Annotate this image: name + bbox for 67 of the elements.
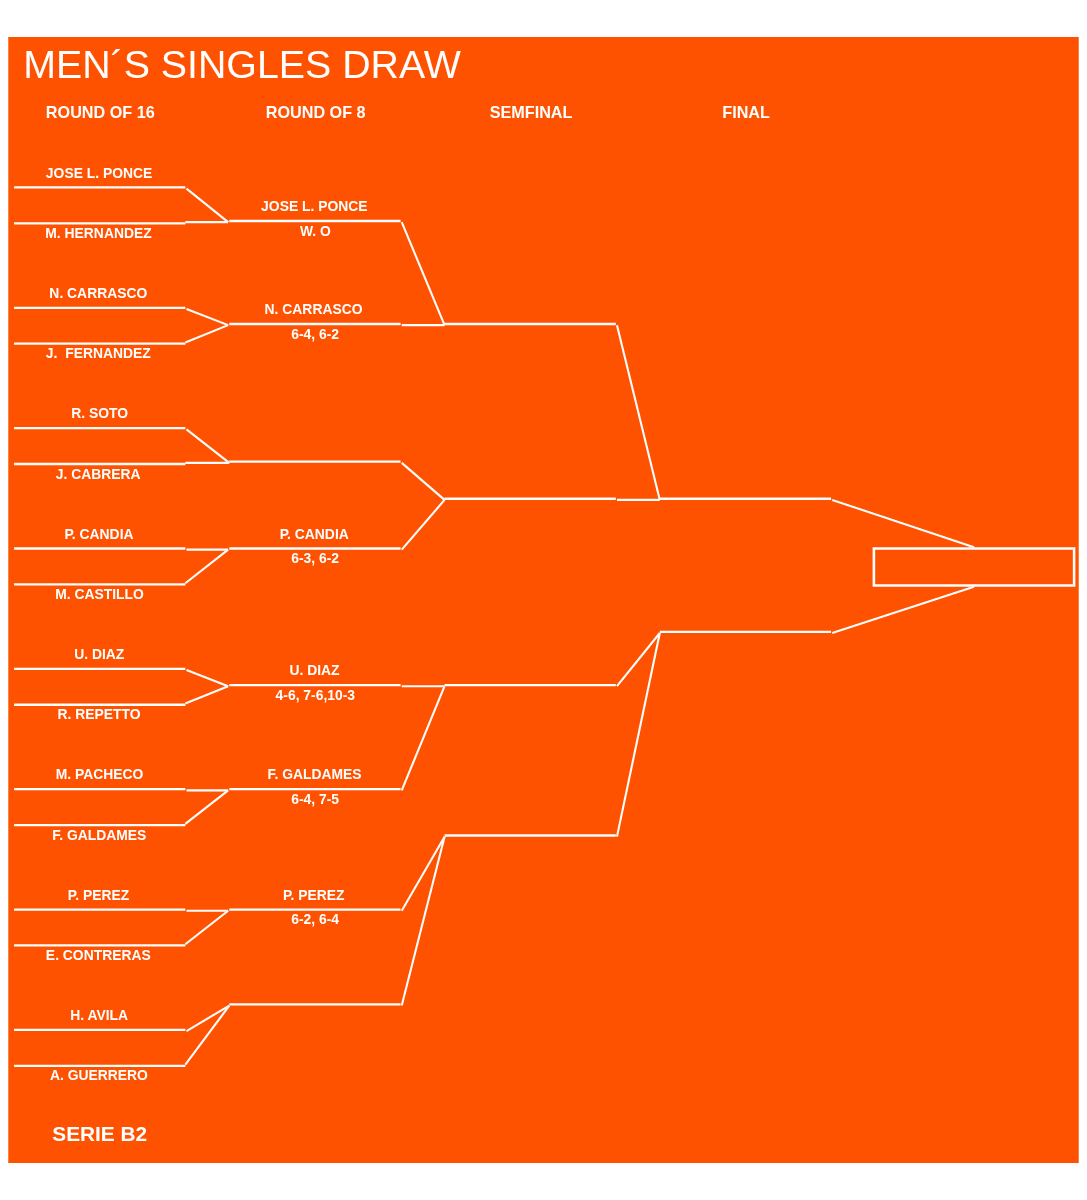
connector [185, 1004, 230, 1032]
connector [185, 187, 229, 223]
connector [185, 221, 229, 224]
connector [184, 1005, 231, 1066]
connector [400, 836, 446, 1006]
node-box [872, 547, 1076, 587]
node-text: R. REPETTO [57, 706, 141, 723]
connector [186, 308, 229, 327]
node-text: M. HERNANDEZ [45, 224, 152, 241]
node-text: P. CANDIA [64, 525, 134, 542]
node-line [444, 683, 616, 687]
connector [400, 499, 446, 551]
label: ROUND OF 8 [265, 102, 366, 121]
node-text: J. CABRERA [55, 465, 141, 482]
node-text: JOSE L. PONCE W. O [261, 198, 368, 239]
label: SEMFINAL [489, 102, 573, 121]
connector [831, 498, 975, 549]
connector [400, 685, 446, 791]
node-text: N. CARRASCO 6-4, 6-2 [264, 301, 363, 342]
node-line [444, 497, 616, 500]
connector [617, 498, 660, 501]
connector [184, 789, 229, 825]
connector [831, 585, 975, 634]
node-text: H. AVILA [70, 1007, 128, 1024]
node-text: M. PACHECO [55, 766, 144, 783]
connector [186, 789, 229, 792]
node-line [444, 834, 616, 837]
node-text: R. SOTO [71, 405, 129, 422]
connector [401, 462, 446, 501]
label: FINAL [722, 102, 770, 121]
node-line [659, 497, 832, 500]
node-text: P. CANDIA 6-3, 6-2 [279, 525, 349, 567]
connector [184, 548, 229, 585]
node-text: P. PEREZ 6-2, 6-4 [283, 886, 345, 928]
connector [186, 909, 229, 912]
node-text: A. GUERRERO [49, 1067, 148, 1084]
connector [401, 685, 445, 688]
node-text: U. DIAZ 4-6, 7-6,10-3 [275, 662, 356, 703]
node-text: F. GALDAMES [52, 826, 147, 843]
label: ROUND OF 16 [45, 102, 155, 121]
node-text: E. CONTRERAS [45, 947, 151, 964]
connector [185, 461, 230, 464]
connector [184, 324, 229, 344]
label: SERIE B2 [52, 1122, 148, 1146]
node-text: F. GALDAMES 6-4, 7-5 [267, 766, 362, 807]
connector [186, 669, 229, 688]
node-line [229, 460, 401, 463]
connector [616, 632, 661, 687]
node-text: M. CASTILLO [55, 585, 144, 602]
connector [185, 428, 230, 464]
node-line [659, 630, 832, 633]
node-text: J. FERNANDEZ [45, 345, 151, 362]
connector [401, 324, 445, 327]
connector [615, 324, 661, 501]
connector [400, 221, 446, 326]
connector [184, 909, 229, 946]
node-line [229, 1003, 401, 1006]
node-line [444, 322, 616, 326]
connector [615, 632, 661, 837]
connector [184, 685, 229, 705]
node-text: P. PEREZ [67, 886, 130, 903]
node-text: JOSE L. PONCE [45, 164, 153, 181]
diagram-title: MEN´S SINGLES DRAW [23, 41, 461, 86]
node-text: N. CARRASCO [49, 285, 148, 302]
node-text: U. DIAZ [74, 646, 125, 663]
connector [186, 548, 229, 551]
connector [400, 836, 446, 912]
